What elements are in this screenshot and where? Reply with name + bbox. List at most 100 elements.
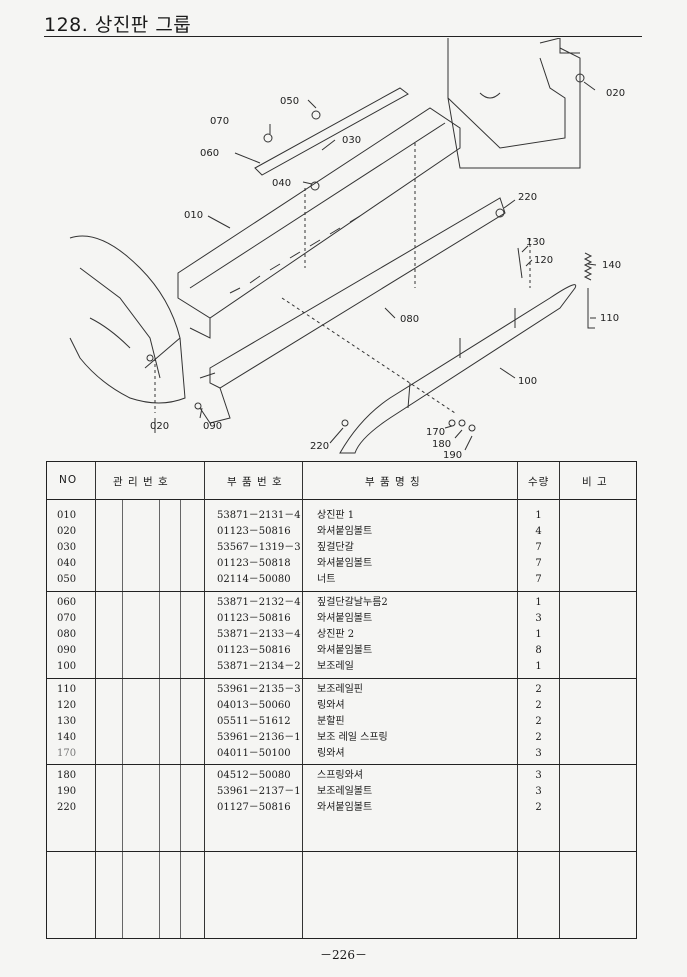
row-part-no: 01127－50816 (217, 802, 291, 813)
left-machine-body (69, 235, 186, 404)
header-no: NO (59, 474, 78, 486)
callout-070: 070 (210, 116, 229, 127)
callout-170: 170 (426, 427, 445, 438)
callout-050: 050 (280, 96, 299, 107)
row-part-name: 와셔붙임볼트 (317, 613, 373, 624)
col-divider (95, 462, 96, 938)
row-qty: 2 (535, 700, 542, 711)
callout-180: 180 (432, 439, 451, 450)
callout-120: 120 (534, 255, 553, 266)
row-no: 050 (57, 574, 77, 585)
col-subdivider (159, 500, 160, 938)
header-remarks: 비 고 (582, 476, 608, 488)
row-no: 030 (57, 542, 77, 553)
callout-080: 080 (400, 314, 419, 325)
callout-060: 060 (200, 148, 219, 159)
header-part-name: 부 품 명 칭 (365, 476, 421, 488)
row-part-no: 53961－2136－1 (217, 732, 301, 743)
row-part-no: 04011－50100 (217, 748, 291, 759)
row-part-name: 와셔붙임볼트 (317, 802, 373, 813)
row-qty: 1 (535, 510, 542, 521)
row-part-name: 와셔붙임볼트 (317, 526, 373, 537)
row-no: 060 (57, 597, 77, 608)
callout-110: 110 (600, 313, 619, 324)
group-separator (47, 764, 636, 765)
row-part-name: 보조 레일 스프링 (317, 732, 388, 743)
callout-220-bottom: 220 (310, 441, 329, 452)
row-no: 010 (57, 510, 77, 521)
row-no: 110 (57, 684, 77, 695)
page-title: 128. 상진판 그룹 (44, 14, 192, 36)
group-separator (47, 851, 636, 852)
row-part-name: 보조레일볼트 (317, 786, 373, 797)
row-part-no: 53961－2137－1 (217, 786, 301, 797)
callout-020-top: 020 (606, 88, 625, 99)
callout-010: 010 (184, 210, 203, 221)
row-part-no: 04512－50080 (217, 770, 291, 781)
title-rule (44, 36, 642, 37)
row-part-no: 53567－1319－3 (217, 542, 301, 553)
row-part-name: 너트 (317, 574, 336, 585)
row-part-name: 와셔붙임볼트 (317, 645, 373, 656)
row-part-name: 와셔붙임볼트 (317, 558, 373, 569)
row-part-no: 05511－51612 (217, 716, 291, 727)
row-part-no: 53871－2134－2 (217, 661, 301, 672)
col-subdivider (122, 500, 123, 938)
row-no: 100 (57, 661, 77, 672)
row-part-no: 53871－2131－4 (217, 510, 301, 521)
row-qty: 3 (535, 786, 542, 797)
row-no: 180 (57, 770, 77, 781)
row-part-name: 상진판 1 (317, 510, 355, 521)
row-qty: 2 (535, 802, 542, 813)
row-no: 090 (57, 645, 77, 656)
header-mgmt-no: 관 리 번 호 (113, 476, 169, 488)
row-qty: 2 (535, 716, 542, 727)
row-part-name: 짚걸단갈날누름2 (317, 597, 388, 608)
callout-030: 030 (342, 135, 361, 146)
table-header: NO 관 리 번 호 부 품 번 호 부 품 명 칭 수량 비 고 (47, 462, 636, 500)
row-part-no: 04013－50060 (217, 700, 291, 711)
callout-020-bottom: 020 (150, 421, 169, 432)
page-number: －226－ (320, 948, 367, 962)
row-qty: 2 (535, 732, 542, 743)
row-part-name: 보조레일 (317, 661, 354, 672)
callout-090: 090 (203, 421, 222, 432)
parts-table: NO 관 리 번 호 부 품 번 호 부 품 명 칭 수량 비 고 010 53… (46, 461, 637, 939)
row-qty: 2 (535, 684, 542, 695)
rail-100 (339, 284, 577, 454)
row-no: 020 (57, 526, 77, 537)
row-no: 190 (57, 786, 77, 797)
pin-110 (587, 288, 595, 329)
row-part-no: 02114－50080 (217, 574, 291, 585)
row-no: 120 (57, 700, 77, 711)
plate-010 (177, 107, 461, 319)
col-divider (559, 462, 560, 938)
row-part-name: 분할핀 (317, 716, 345, 727)
row-part-no: 01123－50816 (217, 526, 291, 537)
machine-body-outline (447, 38, 581, 169)
row-no: 070 (57, 613, 77, 624)
row-qty: 7 (535, 574, 542, 585)
row-part-no: 53871－2133－4 (217, 629, 301, 640)
callout-190: 190 (443, 450, 462, 458)
header-part-no: 부 품 번 호 (227, 476, 283, 488)
row-no: 140 (57, 732, 77, 743)
row-part-no: 01123－50818 (217, 558, 291, 569)
row-qty: 7 (535, 558, 542, 569)
plate-080 (209, 197, 506, 389)
row-part-no: 53961－2135－3 (217, 684, 301, 695)
row-part-name: 짚걸단갈 (317, 542, 354, 553)
col-divider (302, 462, 303, 938)
row-part-no: 01123－50816 (217, 613, 291, 624)
row-part-name: 링와셔 (317, 748, 345, 759)
row-part-no: 01123－50816 (217, 645, 291, 656)
col-subdivider (180, 500, 181, 938)
row-qty: 1 (535, 629, 542, 640)
row-no: 220 (57, 802, 77, 813)
row-part-name: 상진판 2 (317, 629, 355, 640)
exploded-parts-diagram: 020 050 070 030 060 040 010 220 130 120 … (69, 38, 625, 458)
row-part-no: 53871－2132－4 (217, 597, 301, 608)
callout-040: 040 (272, 178, 291, 189)
row-part-name: 보조레일핀 (317, 684, 363, 695)
header-qty: 수량 (528, 476, 550, 488)
